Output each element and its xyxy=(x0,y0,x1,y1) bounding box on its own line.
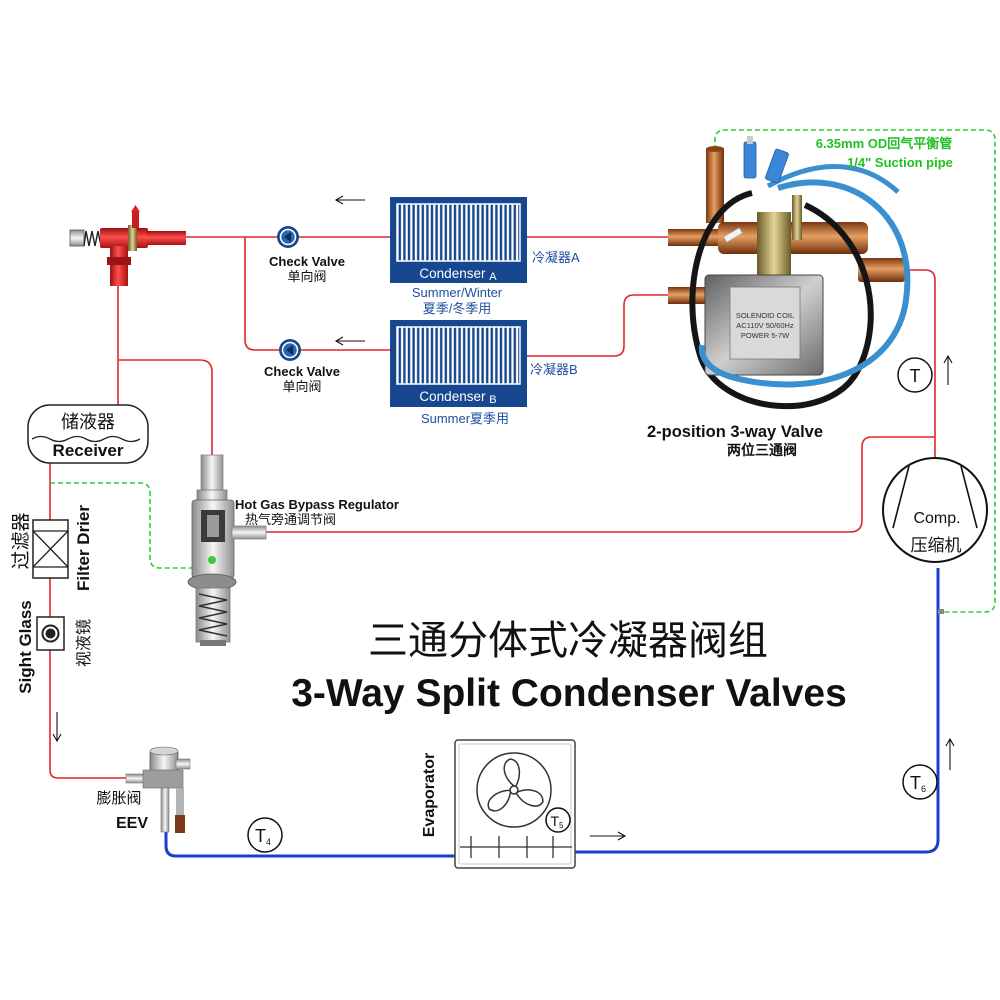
spring-icon xyxy=(198,593,228,637)
flow-arrows xyxy=(52,195,955,841)
condenser-a-cn-label: 冷凝器A xyxy=(532,250,580,265)
sight-glass xyxy=(36,616,65,651)
svg-text:T4: T4 xyxy=(255,826,271,847)
condenser-a-fins xyxy=(396,203,521,262)
svg-text:T5: T5 xyxy=(550,813,564,830)
receiver-cn: 储液器 xyxy=(61,412,115,432)
three-way-valve-cn: 两位三通阀 xyxy=(727,442,797,458)
line-hot-gas-bypass xyxy=(266,436,935,533)
arrow-up-icon xyxy=(945,737,955,770)
line-evaporator-to-compressor xyxy=(575,568,940,854)
line-compressor-to-valve xyxy=(905,269,936,458)
receiver: 储液器 Receiver xyxy=(27,404,149,464)
line-to-hot-gas-regulator xyxy=(118,359,213,455)
svg-text:T: T xyxy=(910,366,921,386)
condenser-a-usage-cn: 夏季/冬季用 xyxy=(423,301,492,316)
sensor-t-discharge: T xyxy=(897,357,933,393)
valve-outlet-a xyxy=(668,229,726,246)
page-title-en: 3-Way Split Condenser Valves xyxy=(291,672,847,715)
coil-text-2: AC110V 50/60Hz xyxy=(736,321,794,330)
terminal-icon xyxy=(765,148,789,184)
hot-gas-bypass-regulator xyxy=(187,454,267,646)
line-sight-glass-to-eev xyxy=(49,650,128,779)
balance-lines xyxy=(50,129,996,613)
valve-stem xyxy=(757,212,791,282)
three-way-valve: SOLENOID COIL AC110V 50/60Hz POWER 5-7W xyxy=(668,136,911,410)
suction-pipe-name: 1/4" Suction pipe xyxy=(847,155,953,170)
coil-ticks xyxy=(460,836,572,858)
arrow-left-icon xyxy=(334,336,365,346)
line-eev-to-evaporator xyxy=(164,832,455,858)
check-valve-b: Check Valve 单向阀 xyxy=(264,339,340,394)
eev xyxy=(125,746,191,833)
condenser-b-label: Condenser B xyxy=(419,389,496,406)
regulator-equalizer-line xyxy=(50,482,193,569)
check-valve-a: Check Valve 单向阀 xyxy=(269,226,345,284)
evaporator xyxy=(454,739,576,869)
receiver-en: Receiver xyxy=(53,441,124,460)
arrow-up-icon xyxy=(943,354,953,385)
suction-lines xyxy=(164,568,940,858)
eev-cn: 膨胀阀 xyxy=(96,790,141,807)
filter-drier xyxy=(32,519,69,579)
sight-glass-cn: 视液镜 xyxy=(74,619,93,667)
sight-glass-en: Sight Glass xyxy=(16,600,35,694)
svg-text:T6: T6 xyxy=(910,773,926,794)
filter-drier-en: Filter Drier xyxy=(74,505,93,591)
suction-pipe-size: 6.35mm OD回气平衡管 xyxy=(816,136,953,151)
check-valve-icon xyxy=(277,226,299,248)
indicator-dot xyxy=(208,556,216,564)
pressure-valve xyxy=(69,205,186,286)
check-valve-a-cn: 单向阀 xyxy=(287,269,326,284)
condenser-a-usage-en: Summer/Winter xyxy=(412,285,503,300)
liquid-wave xyxy=(31,435,141,443)
coil-text-3: POWER 5-7W xyxy=(741,331,790,340)
valve-top-tube xyxy=(706,148,724,223)
suction-balance-pipe xyxy=(714,129,996,613)
compressor-en: Comp. xyxy=(913,510,960,527)
blue-wire xyxy=(698,179,911,388)
sensor-t5: T5 xyxy=(545,807,571,833)
check-valve-b-cn: 单向阀 xyxy=(282,379,321,394)
hot-gas-bypass-en: Hot Gas Bypass Regulator xyxy=(235,497,399,512)
sensor-t4: T4 xyxy=(247,817,283,853)
coil-text-1: SOLENOID COIL xyxy=(736,311,794,320)
condenser-b-fins xyxy=(396,326,521,385)
three-way-valve-en: 2-position 3-way Valve xyxy=(647,423,823,441)
hot-gas-bypass-cn: 热气旁通调节阀 xyxy=(245,512,336,527)
check-valve-a-en: Check Valve xyxy=(269,254,345,269)
page-title-cn: 三通分体式冷凝器阀组 xyxy=(368,619,768,663)
compressor: Comp. 压缩机 xyxy=(882,457,988,563)
blue-wire xyxy=(766,164,900,194)
condenser-a-label: Condenser A xyxy=(419,266,497,283)
black-wire xyxy=(689,190,874,410)
spring-icon xyxy=(83,230,102,247)
valve-inlet xyxy=(858,258,905,282)
condenser-b-usage: Summer夏季用 xyxy=(421,411,509,426)
evaporator-label: Evaporator xyxy=(421,753,438,837)
arrow-right-icon xyxy=(590,831,627,841)
compressor-cn: 压缩机 xyxy=(911,536,962,555)
balance-pipe-joint xyxy=(938,609,944,614)
terminal-icon xyxy=(743,141,757,179)
filter-drier-cn: 过滤器 xyxy=(10,512,32,569)
condenser-b-cn-label: 冷凝器B xyxy=(530,362,578,377)
arrow-down-icon xyxy=(52,712,62,743)
line-branch-to-condenser-b xyxy=(244,237,390,351)
check-valve-icon xyxy=(279,339,301,361)
eev-en: EEV xyxy=(116,815,148,832)
condenser-b: Condenser B xyxy=(390,320,527,407)
arrow-left-icon xyxy=(334,195,365,205)
check-valve-b-en: Check Valve xyxy=(264,364,340,379)
line-condenser-b-to-valve xyxy=(527,294,668,357)
fan-blades xyxy=(487,758,544,812)
condenser-a: Condenser A xyxy=(390,197,527,283)
sensor-t6: T6 xyxy=(902,764,938,800)
